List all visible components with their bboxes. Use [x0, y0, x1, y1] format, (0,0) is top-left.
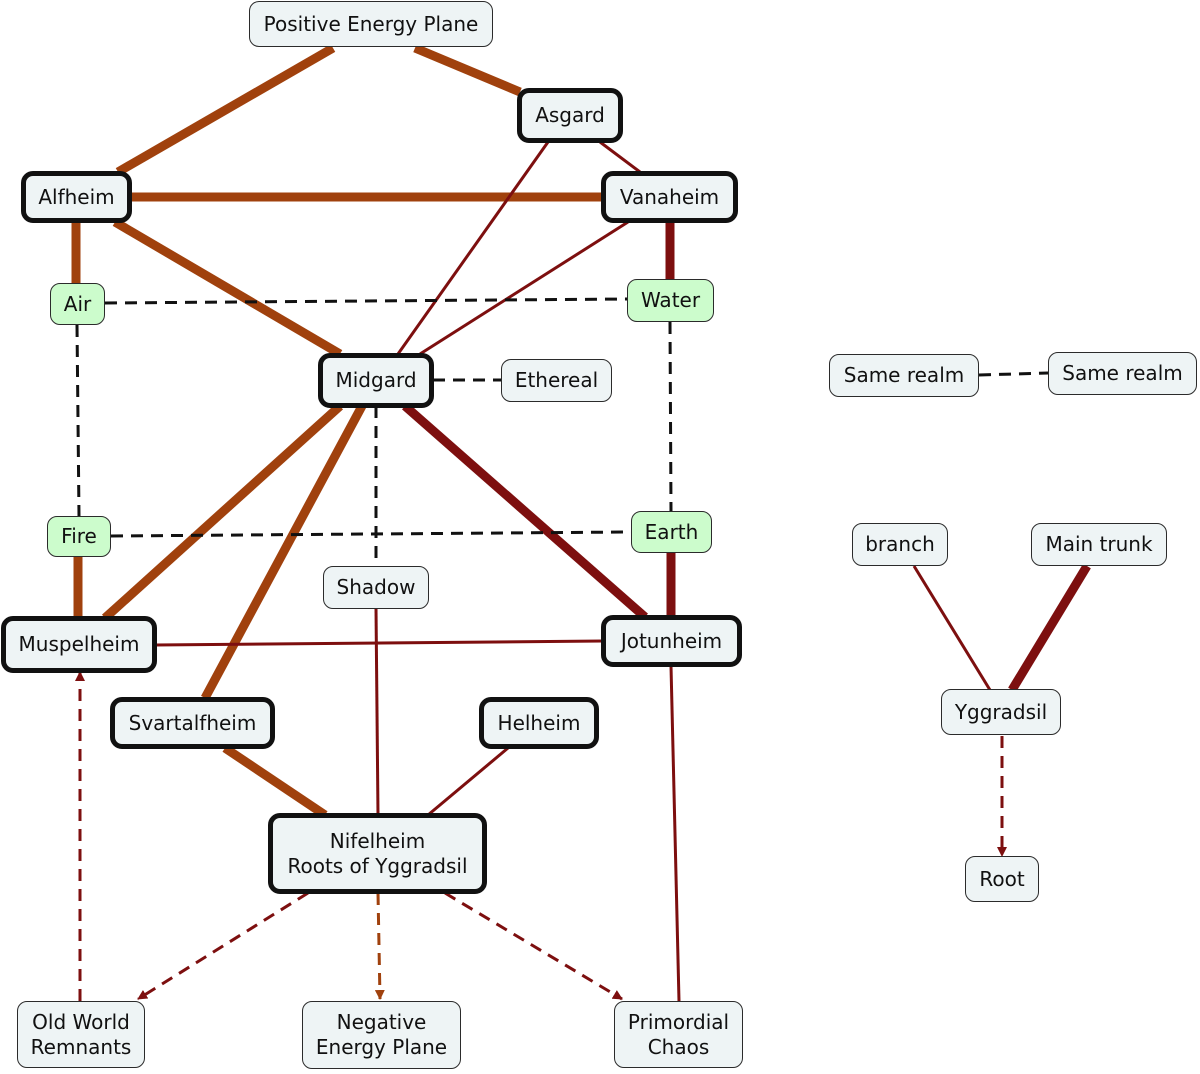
edge-air-water: [104, 297, 628, 305]
node-water: Water: [627, 279, 714, 322]
edge-jotunheim-chaos: [669, 665, 681, 1002]
node-midgard: Midgard: [318, 353, 434, 408]
edge-asgard-vanaheim: [599, 140, 641, 174]
edge-vanaheim-midgard: [419, 220, 629, 356]
edge-water-earth: [668, 321, 673, 513]
node-ethereal: Ethereal: [501, 359, 612, 402]
edge-svartalfheim-nifelheim: [222, 744, 328, 819]
node-air: Air: [50, 283, 105, 325]
legend-root: Root: [965, 856, 1039, 902]
arrow-nifelheim-negative: [374, 892, 385, 1000]
legend-same-realm-right: Same realm: [1048, 352, 1197, 395]
edge-legend-same-realm: [978, 371, 1049, 377]
edge-fire-earth: [110, 530, 632, 538]
edge-midgard-svartalfheim: [201, 403, 366, 701]
node-nifelheim: Nifelheim Roots of Yggradsil: [268, 813, 487, 894]
node-fire: Fire: [47, 516, 111, 557]
legend-branch: branch: [852, 523, 948, 566]
edge-positive-alfheim: [115, 44, 336, 176]
node-earth: Earth: [631, 511, 712, 553]
edge-asgard-midgard: [396, 141, 550, 355]
edge-helheim-nifelheim: [427, 746, 509, 817]
legend-yggradsil: Yggradsil: [941, 689, 1061, 735]
node-vanaheim: Vanaheim: [601, 171, 738, 223]
edge-midgard-muspelheim: [101, 402, 344, 622]
edge-air-fire: [75, 324, 81, 517]
node-svartalfheim: Svartalfheim: [110, 697, 275, 749]
node-alfheim: Alfheim: [21, 171, 132, 223]
node-old-world-remnants: Old World Remnants: [17, 1001, 145, 1068]
edge-maintrunk-yggradsil: [1008, 563, 1091, 693]
edge-muspelheim-jotunheim: [154, 639, 604, 647]
edge-alfheim-midgard: [112, 218, 343, 358]
legend-main-trunk: Main trunk: [1031, 523, 1167, 566]
edge-midgard-jotunheim: [402, 402, 648, 621]
node-negative-energy-plane: Negative Energy Plane: [302, 1001, 461, 1069]
node-jotunheim: Jotunheim: [601, 615, 742, 667]
edge-branch-yggradsil: [912, 565, 992, 691]
arrow-nifelheim-oldworld: [137, 891, 309, 1001]
node-shadow: Shadow: [323, 566, 429, 609]
edge-shadow-nifelheim: [374, 607, 380, 816]
node-asgard: Asgard: [517, 88, 623, 143]
edge-positive-asgard: [413, 43, 522, 97]
node-positive-energy-plane: Positive Energy Plane: [249, 1, 493, 47]
node-muspelheim: Muspelheim: [1, 616, 157, 673]
node-helheim: Helheim: [479, 697, 599, 749]
arrow-nifelheim-chaos: [444, 891, 623, 1001]
node-primordial-chaos: Primordial Chaos: [614, 1001, 743, 1068]
legend-same-realm-left: Same realm: [829, 354, 979, 397]
